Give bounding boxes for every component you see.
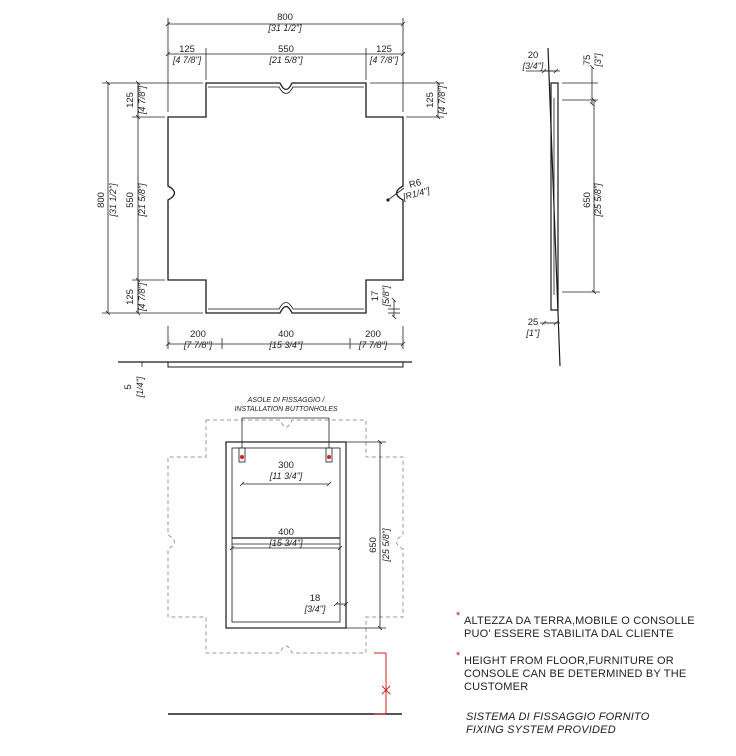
- left-bottom-mm: 125: [125, 289, 136, 305]
- frame-width-mm: 400: [278, 527, 294, 538]
- frame-height-mm: 650: [368, 537, 379, 553]
- thickness-mm: 5: [123, 384, 134, 389]
- note-english: * HEIGHT FROM FLOOR,FURNITURE OR CONSOLE…: [456, 650, 724, 694]
- asterisk-icon: *: [456, 650, 461, 662]
- height-mm: 650: [582, 192, 593, 208]
- hole-spacing-mm: 300: [278, 460, 294, 471]
- radius-mm: R6: [408, 177, 423, 191]
- note-italian: * ALTEZZA DA TERRA,MOBILE O CONSOLLE PUO…: [456, 610, 724, 641]
- left-mid-in: [21 5/8"]: [137, 183, 147, 218]
- fixing-it: SISTEMA DI FISSAGGIO FORNITO: [466, 711, 650, 723]
- left-top-mm: 125: [125, 92, 136, 108]
- bottom-right-in: [7 7/8"]: [358, 340, 388, 350]
- mirror-outline: [167, 82, 404, 314]
- bottom-right-mm: 200: [365, 329, 381, 340]
- top-mid-mm: 550: [278, 44, 294, 55]
- total-height-in: [31 1/2"]: [108, 183, 118, 218]
- left-mid-mm: 550: [125, 192, 136, 208]
- frame-width-in: [15 3/4"]: [268, 538, 303, 548]
- height-in: [25 5/8"]: [593, 183, 603, 218]
- total-width-in: [31 1/2"]: [267, 23, 302, 33]
- frame-bar-mm: 18: [310, 593, 321, 604]
- top-left-mm: 125: [179, 44, 195, 55]
- top-offset-in: [3"]: [593, 53, 603, 68]
- top-right-in: [4 7/8"]: [369, 55, 399, 65]
- bottom-left-mm: 200: [190, 329, 206, 340]
- left-bottom-in: [4 7/8"]: [137, 282, 147, 312]
- buttonhole-left: [238, 447, 246, 463]
- front-view: 800 [31 1/2"] 125 [4 7/8"] 550 [21 5/8"]…: [96, 12, 447, 398]
- asterisk-icon: *: [456, 610, 461, 622]
- buttonhole-right: [325, 447, 333, 463]
- top-mid-in: [21 5/8"]: [268, 55, 303, 65]
- top-depth-in: [3/4"]: [522, 61, 544, 71]
- note-fixing: SISTEMA DI FISSAGGIO FORNITO FIXING SYST…: [466, 711, 726, 737]
- bottom-mid-in: [15 3/4"]: [268, 340, 303, 350]
- notch-mm: 17: [370, 291, 381, 302]
- note-en-line3: CUSTOMER: [464, 681, 529, 693]
- hole-spacing-in: [11 3/4"]: [269, 471, 303, 481]
- thickness-in: [1/4"]: [135, 376, 145, 398]
- top-left-in: [4 7/8"]: [172, 55, 202, 65]
- notch-in: [5/8"]: [381, 285, 391, 307]
- right-top-mm: 125: [425, 92, 436, 108]
- note-en-line2: CONSOLE CAN BE DETERMINED BY THE: [464, 668, 687, 680]
- side-view: 20 [3/4"] 75 [3"] 650 [25 5/8"] 25 [1"]: [522, 47, 603, 367]
- bottom-depth-in: [1"]: [525, 328, 540, 338]
- ghost-mirror-outline: [167, 419, 404, 654]
- bottom-mid-mm: 400: [278, 329, 294, 340]
- note-en-line1: HEIGHT FROM FLOOR,FURNITURE OR: [464, 655, 674, 667]
- frame-bar-in: [3/4"]: [304, 604, 326, 614]
- bottom-left-in: [7 7/8"]: [183, 340, 213, 350]
- fixing-en: FIXING SYSTEM PROVIDED: [466, 724, 616, 736]
- top-offset-mm: 75: [582, 55, 593, 66]
- height-marker: [374, 652, 391, 715]
- note-it-line1: ALTEZZA DA TERRA,MOBILE O CONSOLLE: [464, 615, 695, 627]
- radius-in: [R1/4"]: [401, 185, 431, 202]
- caption-line2: INSTALLATION BUTTONHOLES: [234, 406, 337, 413]
- top-right-mm: 125: [376, 44, 392, 55]
- top-depth-mm: 20: [528, 50, 539, 61]
- total-height-mm: 800: [96, 192, 107, 208]
- bottom-depth-mm: 25: [528, 317, 539, 328]
- frame-height-in: [25 5/8"]: [381, 528, 391, 563]
- total-width-mm: 800: [277, 12, 293, 23]
- back-view: ASOLE DI FISSAGGIO / INSTALLATION BUTTON…: [167, 397, 404, 715]
- caption-line1: ASOLE DI FISSAGGIO /: [247, 397, 326, 404]
- right-top-in: [4 7/8"]: [437, 85, 447, 115]
- left-top-in: [4 7/8"]: [137, 85, 147, 115]
- note-it-line2: PUO' ESSERE STABILITA DAL CLIENTE: [464, 628, 674, 640]
